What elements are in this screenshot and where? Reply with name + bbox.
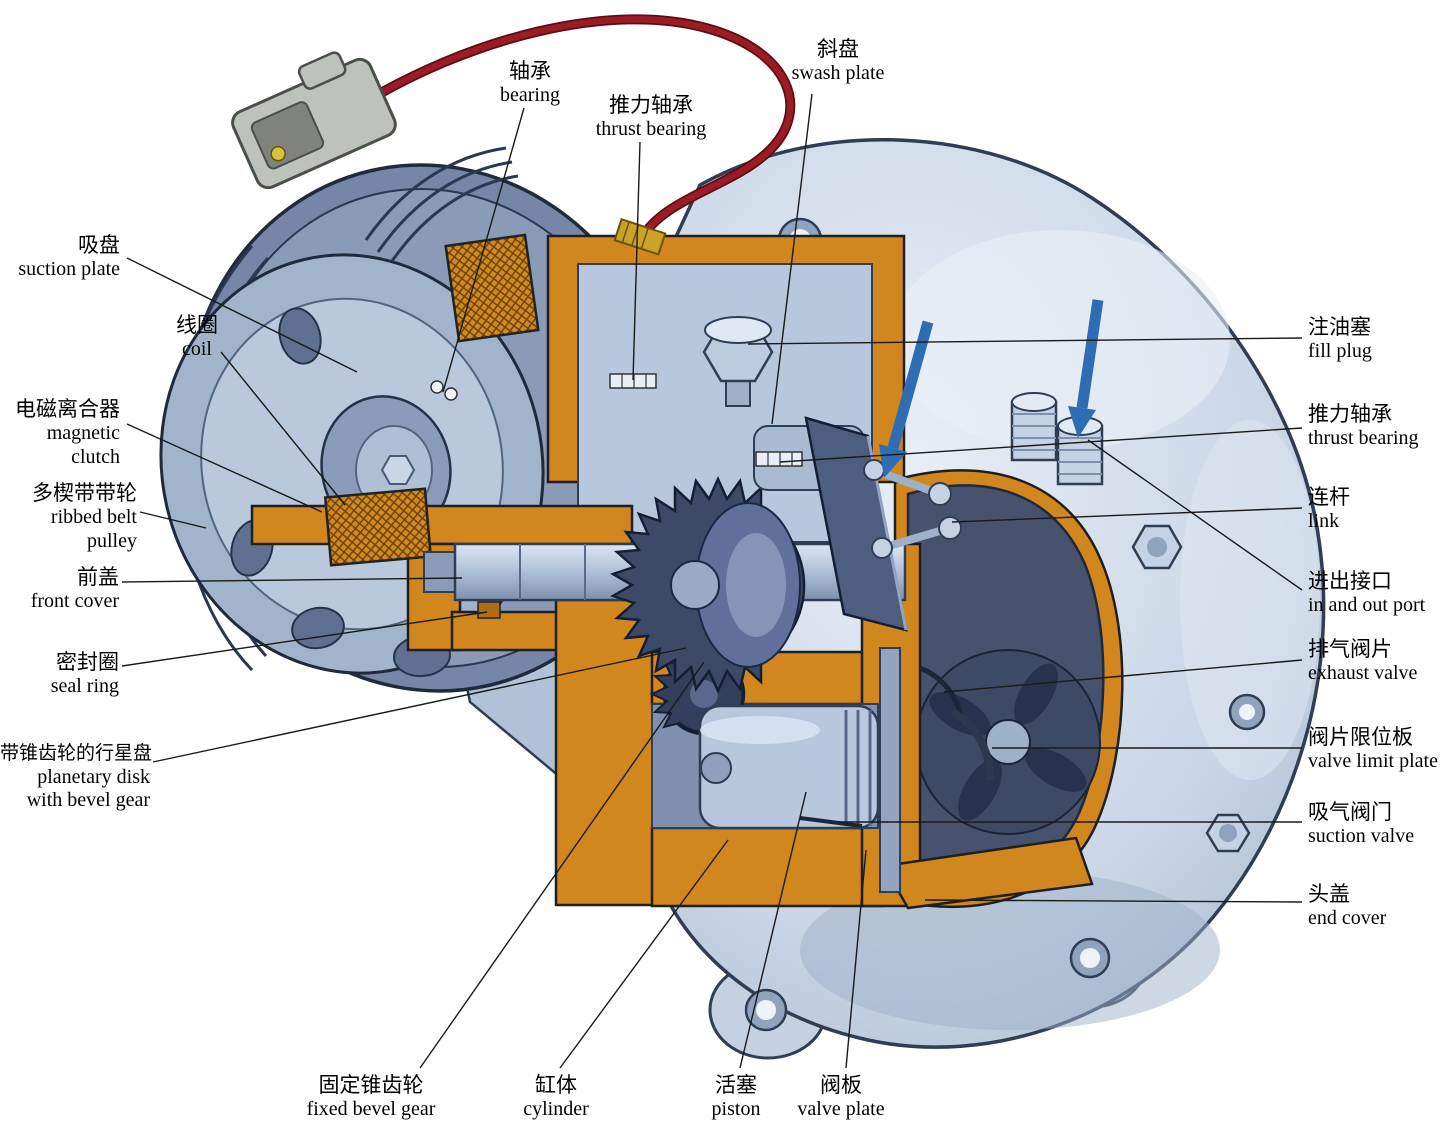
label-seal-ring-zh: 密封圈 <box>56 650 119 674</box>
label-in-and-out-port-zh: 进出接口 <box>1308 569 1392 593</box>
label-exhaust-valve-zh: 排气阀片 <box>1308 637 1392 661</box>
label-valve-limit-plate-en: valve limit plate <box>1308 750 1438 773</box>
label-bearing-en: bearing <box>500 84 560 107</box>
label-front-cover: 前盖 front cover <box>0 564 119 614</box>
label-in-and-out-port-en: in and out port <box>1308 594 1426 617</box>
label-thrust-bearing-right: 推力轴承 thrust bearing <box>1308 401 1419 451</box>
label-ribbed-belt-pulley: 多楔带带轮 ribbed belt pulley <box>0 480 137 553</box>
label-cylinder-en: cylinder <box>523 1098 589 1121</box>
connector-plug-icon <box>231 51 397 190</box>
label-in-and-out-port: 进出接口 in and out port <box>1308 568 1425 618</box>
label-link: 连杆 link <box>1308 484 1350 534</box>
label-link-en: link <box>1308 510 1340 533</box>
label-cylinder-zh: 缸体 <box>535 1073 577 1097</box>
label-bearing-zh: 轴承 <box>508 59 551 83</box>
label-planetary-disk-en: planetary disk with bevel gear <box>26 765 150 812</box>
label-seal-ring: 密封圈 seal ring <box>0 649 119 699</box>
label-exhaust-valve-en: exhaust valve <box>1308 662 1418 685</box>
label-bearing: 轴承 bearing <box>500 58 560 108</box>
label-fixed-bevel-gear: 固定锥齿轮 fixed bevel gear <box>307 1072 436 1122</box>
label-valve-plate-en: valve plate <box>797 1098 885 1121</box>
label-coil-zh: 线圈 <box>176 313 218 337</box>
label-ribbed-belt-pulley-en: ribbed belt pulley <box>50 506 137 552</box>
label-fixed-bevel-gear-en: fixed bevel gear <box>306 1098 436 1121</box>
fill-plug-bolt <box>702 316 774 407</box>
label-swash-plate: 斜盘 swash plate <box>792 36 885 86</box>
label-valve-limit-plate-zh: 阀片限位板 <box>1308 725 1413 749</box>
label-cylinder: 缸体 cylinder <box>523 1072 589 1122</box>
label-valve-plate: 阀板 valve plate <box>797 1072 884 1122</box>
label-planetary-disk: 带锥齿轮的行星盘 planetary disk with bevel gear <box>0 742 153 813</box>
valve-plate-part <box>879 647 901 893</box>
label-planetary-disk-zh: 带锥齿轮的行星盘 <box>0 743 153 764</box>
label-end-cover-zh: 头盖 <box>1308 882 1350 906</box>
seal-ring-part <box>477 601 501 619</box>
label-magnetic-clutch-en: magnetic clutch <box>46 422 120 468</box>
label-fill-plug-zh: 注油塞 <box>1308 315 1371 339</box>
label-thrust-bearing-top-en: thrust bearing <box>595 118 707 141</box>
label-swash-plate-en: swash plate <box>791 62 885 85</box>
suction-valve-part <box>799 816 863 828</box>
valve-limit-plate-part <box>949 708 994 781</box>
label-thrust-bearing-right-zh: 推力轴承 <box>1308 402 1392 426</box>
label-magnetic-clutch-zh: 电磁离合器 <box>15 397 120 421</box>
label-suction-valve: 吸气阀门 suction valve <box>1308 799 1414 849</box>
label-seal-ring-en: seal ring <box>50 675 119 698</box>
label-link-zh: 连杆 <box>1308 485 1350 509</box>
label-piston: 活塞 piston <box>712 1072 761 1122</box>
label-fill-plug: 注油塞 fill plug <box>1308 314 1372 364</box>
label-valve-plate-zh: 阀板 <box>820 1073 862 1097</box>
planetary-bevel-gear-part <box>609 475 806 695</box>
label-front-cover-en: front cover <box>30 590 119 613</box>
label-coil: 线圈 coil <box>176 312 218 362</box>
label-fill-plug-en: fill plug <box>1308 340 1372 363</box>
label-suction-plate-en: suction plate <box>18 258 120 281</box>
label-thrust-bearing-top: 推力轴承 thrust bearing <box>596 92 707 142</box>
label-coil-en: coil <box>182 338 212 361</box>
label-fixed-bevel-gear-zh: 固定锥齿轮 <box>318 1073 424 1097</box>
flow-arrow-icon <box>879 299 1104 478</box>
label-thrust-bearing-top-zh: 推力轴承 <box>609 93 693 117</box>
housing-bolt-icon <box>1131 524 1251 853</box>
label-piston-en: piston <box>711 1098 761 1121</box>
thrust-bearing-right-part <box>755 451 803 467</box>
label-exhaust-valve: 排气阀片 exhaust valve <box>1308 636 1417 686</box>
label-suction-plate-zh: 吸盘 <box>78 233 120 257</box>
leader-lines <box>121 93 1303 1069</box>
piston-valve-group <box>698 647 994 893</box>
label-magnetic-clutch: 电磁离合器 magnetic clutch <box>0 396 120 469</box>
label-piston-zh: 活塞 <box>715 1073 757 1097</box>
label-ribbed-belt-pulley-zh: 多楔带带轮 <box>32 481 137 505</box>
swash-plate-assembly <box>753 416 962 632</box>
label-end-cover: 头盖 end cover <box>1308 881 1386 931</box>
label-thrust-bearing-right-en: thrust bearing <box>1308 427 1419 450</box>
label-swash-plate-zh: 斜盘 <box>816 37 859 61</box>
label-end-cover-en: end cover <box>1308 907 1387 930</box>
clutch-wire <box>231 14 796 256</box>
label-suction-plate: 吸盘 suction plate <box>8 232 120 282</box>
label-suction-valve-en: suction valve <box>1308 825 1415 848</box>
hub-nut-icon <box>380 455 416 485</box>
label-valve-limit-plate: 阀片限位板 valve limit plate <box>1308 724 1438 774</box>
label-suction-valve-zh: 吸气阀门 <box>1308 800 1392 824</box>
label-front-cover-zh: 前盖 <box>77 565 119 589</box>
